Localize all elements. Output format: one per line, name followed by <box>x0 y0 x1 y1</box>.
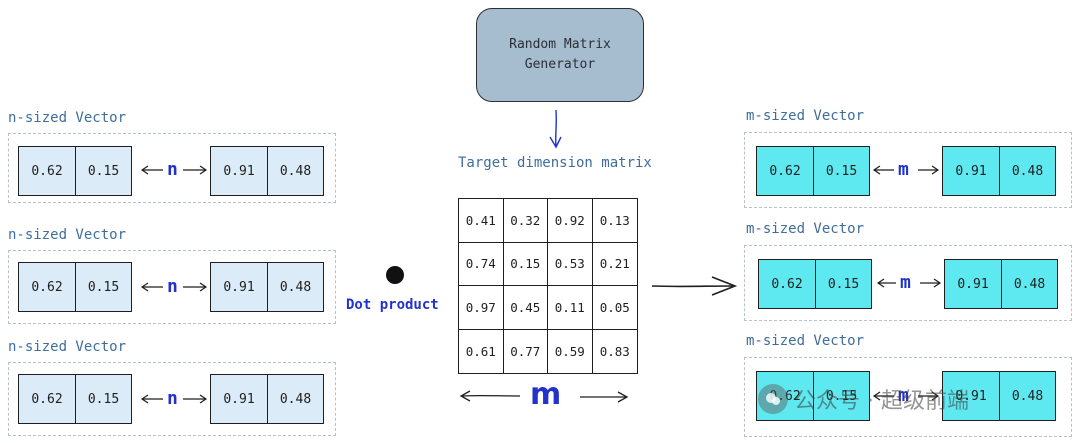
vector-cell: 0.15 <box>813 147 869 195</box>
vector-label: m-sized Vector <box>746 333 865 349</box>
dimension-symbol: n <box>167 159 178 180</box>
vector-cell: 0.48 <box>999 372 1055 420</box>
vector-right-half: 0.91 0.48 <box>944 259 1058 309</box>
vector-left-half: 0.62 0.15 <box>756 371 870 421</box>
matrix-cell: 0.05 <box>592 286 637 330</box>
vector-label: n-sized Vector <box>8 110 127 126</box>
vector-cell: 0.48 <box>267 375 323 423</box>
matrix-cell: 0.59 <box>548 329 593 373</box>
matrix-title: Target dimension matrix <box>458 155 652 171</box>
random-matrix-generator: Random Matrix Generator <box>476 8 644 102</box>
vector-cell: 0.15 <box>815 260 871 308</box>
vector-left-half: 0.62 0.15 <box>18 146 132 196</box>
vector-cell: 0.15 <box>75 147 131 195</box>
vector-right-half: 0.91 0.48 <box>210 146 324 196</box>
vector-left-half: 0.62 0.15 <box>758 259 872 309</box>
matrix-cell: 0.97 <box>459 286 504 330</box>
vector-cell: 0.91 <box>211 263 267 311</box>
vector-container <box>8 250 336 324</box>
matrix-cell: 0.92 <box>548 199 593 243</box>
generator-line2: Generator <box>524 57 596 72</box>
matrix-cell: 0.61 <box>459 329 504 373</box>
dimension-symbol: m <box>898 385 909 406</box>
vector-container <box>744 132 1072 208</box>
vector-right-half: 0.91 0.48 <box>942 146 1056 196</box>
matrix-cell: 0.32 <box>503 199 548 243</box>
matrix-width-symbol: m <box>530 377 562 412</box>
chat-bubble-icon <box>758 384 788 414</box>
vector-cell: 0.62 <box>757 147 813 195</box>
vector-right-half: 0.91 0.48 <box>210 262 324 312</box>
matrix-cell: 0.74 <box>459 242 504 286</box>
vector-right-half: 0.91 0.48 <box>942 371 1056 421</box>
watermark: 公众号 · 超级前端 <box>758 383 969 415</box>
watermark-text: 公众号 · 超级前端 <box>794 389 969 414</box>
matrix-cell: 0.11 <box>548 286 593 330</box>
vector-cell: 0.62 <box>19 375 75 423</box>
vector-cell: 0.48 <box>999 147 1055 195</box>
vector-cell: 0.48 <box>267 263 323 311</box>
matrix-cell: 0.77 <box>504 329 548 373</box>
vector-right-half: 0.91 0.48 <box>210 374 324 424</box>
vector-container <box>744 357 1072 437</box>
vector-container <box>8 133 336 203</box>
dimension-symbol: n <box>167 276 178 297</box>
vector-cell: 0.48 <box>267 147 323 195</box>
dimension-symbol: m <box>900 272 911 293</box>
vector-cell: 0.91 <box>945 260 1001 308</box>
vector-label: m-sized Vector <box>746 108 865 124</box>
matrix-cell: 0.13 <box>592 199 637 243</box>
vector-left-half: 0.62 0.15 <box>756 146 870 196</box>
vector-cell: 0.62 <box>759 260 815 308</box>
vector-left-half: 0.62 0.15 <box>18 262 132 312</box>
generator-line1: Random Matrix <box>509 37 611 52</box>
vector-cell: 0.15 <box>75 263 131 311</box>
dimension-symbol: n <box>167 388 178 409</box>
vector-cell: 0.62 <box>19 263 75 311</box>
matrix-cell: 0.41 <box>459 199 504 243</box>
dot-product-label: Dot product <box>346 297 439 313</box>
vector-label: m-sized Vector <box>746 221 865 237</box>
matrix-cell: 0.83 <box>599 343 630 359</box>
matrix-cell: 0.15 <box>503 242 548 286</box>
vector-left-half: 0.62 0.15 <box>18 374 132 424</box>
vector-label: n-sized Vector <box>8 339 127 355</box>
vector-cell: 0.62 <box>19 147 75 195</box>
vector-cell: 0.91 <box>943 372 999 420</box>
matrix-cell: 0.53 <box>548 242 593 286</box>
vector-cell: 0.15 <box>813 372 869 420</box>
dot-product-icon <box>386 266 404 284</box>
vector-cell: 0.15 <box>75 375 131 423</box>
vector-cell: 0.62 <box>757 372 813 420</box>
matrix-cell: 0.45 <box>503 286 548 330</box>
vector-label: n-sized Vector <box>8 227 127 243</box>
vector-container <box>744 245 1072 321</box>
vector-cell: 0.91 <box>943 147 999 195</box>
matrix-cell: 0.21 <box>592 243 637 286</box>
vector-cell: 0.91 <box>211 375 267 423</box>
vector-cell: 0.91 <box>211 147 267 195</box>
vector-container <box>8 362 336 436</box>
dimension-symbol: m <box>898 159 909 180</box>
vector-cell: 0.48 <box>1001 260 1057 308</box>
target-dimension-matrix: 0.41 0.32 0.92 0.13 0.74 0.15 0.53 0.21 … <box>458 198 638 374</box>
